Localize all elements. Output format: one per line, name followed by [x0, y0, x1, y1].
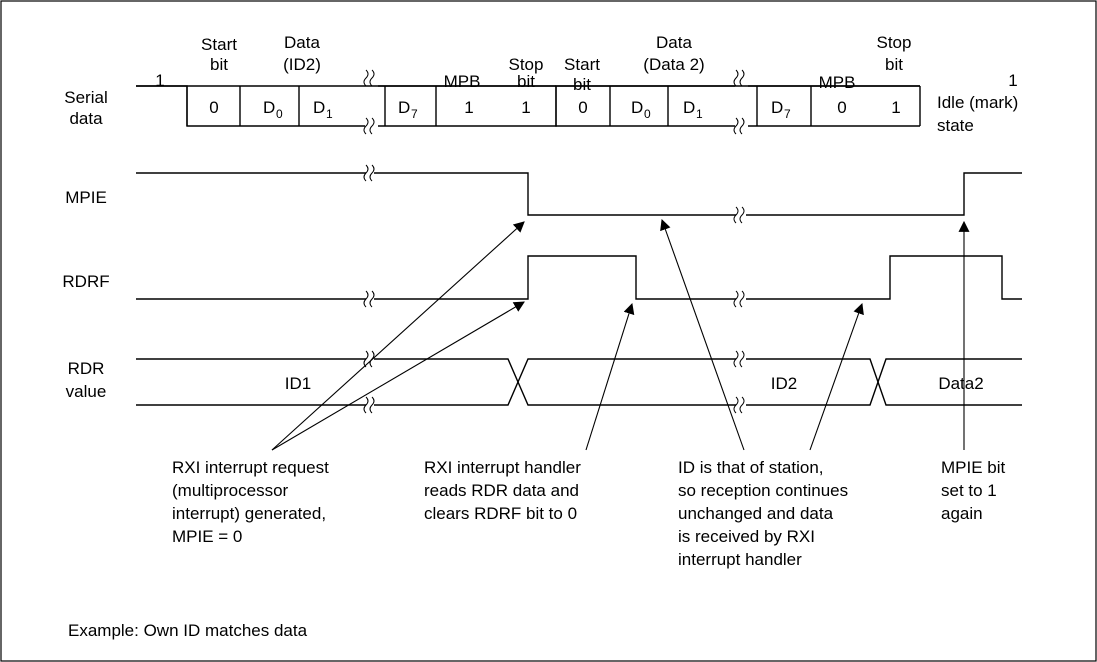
frame2-d7: D	[771, 98, 783, 117]
frame2-d1-sub: 1	[696, 107, 703, 121]
frame1-mpb-label: MPB	[444, 72, 481, 91]
frame2-mpb-bit: 0	[837, 98, 846, 117]
frame2-start-label-2: bit	[573, 75, 591, 94]
frame2-start-label-1: Start	[564, 55, 600, 74]
rxi-request-line-3: interrupt) generated,	[172, 504, 326, 523]
frame1-d7: D	[398, 98, 410, 117]
idle-right-value: 1	[1008, 71, 1017, 90]
frame1-d0: D	[263, 98, 275, 117]
rdrf-line	[136, 255, 1022, 300]
arrow-to-rdrf-second	[809, 302, 864, 451]
mpie-waveform	[136, 164, 1022, 224]
rdr-break-mark-1	[363, 350, 375, 414]
annotation-mpie-set: MPIE bit set to 1 again	[941, 458, 1006, 523]
serial-headers: 1 Start bit Data (ID2) MPB Stop bit Star…	[155, 33, 1017, 94]
frame1-d1-sub: 1	[326, 107, 333, 121]
rdr-top-line	[136, 358, 1022, 385]
frame2-stop-label-1: Stop	[877, 33, 912, 52]
rdr-label-2: value	[66, 382, 107, 401]
bit-cell-dividers	[239, 86, 812, 126]
annotation-rxi-handler: RXI interrupt handler reads RDR data and…	[424, 458, 581, 523]
frame1-start-label-1: Start	[201, 35, 237, 54]
rdr-break-mark-2	[733, 350, 745, 414]
rxi-handler-line-3: clears RDRF bit to 0	[424, 504, 577, 523]
rxi-handler-line-2: reads RDR data and	[424, 481, 579, 500]
rxi-request-line-4: MPIE = 0	[172, 527, 242, 546]
mpie-set-line-1: MPIE bit	[941, 458, 1006, 477]
frame2-start-bit: 0	[578, 98, 587, 117]
idle-state-label-1: Idle (mark)	[937, 93, 1018, 112]
frame1-stop-label-1: Stop	[509, 55, 544, 74]
id-station-line-5: interrupt handler	[678, 550, 802, 569]
rdr-value-id2: ID2	[771, 374, 797, 393]
annotation-rxi-request: RXI interrupt request (multiprocessor in…	[172, 458, 329, 546]
frame1-data-title-2: (ID2)	[283, 55, 321, 74]
rdrf-break-mark-1	[363, 290, 375, 308]
example-caption: Example: Own ID matches data	[68, 621, 308, 640]
arrow-to-rdrf-clear	[585, 302, 635, 451]
idle-left-value: 1	[155, 71, 164, 90]
rdr-bottom-line	[136, 379, 1022, 406]
frame1-data-title-1: Data	[284, 33, 320, 52]
frame2-stop-bit: 1	[891, 98, 900, 117]
annotation-id-station: ID is that of station, so reception cont…	[678, 458, 848, 569]
frame2-data-title-2: (Data 2)	[643, 55, 704, 74]
frame1-mpb-bit: 1	[464, 98, 473, 117]
frame1-d0-sub: 0	[276, 107, 283, 121]
serial-data-label-1: Serial	[64, 88, 107, 107]
rdrf-label: RDRF	[62, 272, 109, 291]
rxi-handler-line-1: RXI interrupt handler	[424, 458, 581, 477]
frame1-start-label-2: bit	[210, 55, 228, 74]
serial-break-mark-1	[363, 69, 375, 135]
rdrf-break-mark-2	[733, 290, 745, 308]
mpie-set-line-3: again	[941, 504, 983, 523]
mpie-set-line-2: set to 1	[941, 481, 997, 500]
serial-break-mark-2	[733, 69, 745, 135]
serial-rail-c	[187, 85, 921, 127]
frame1-start-bit: 0	[209, 98, 218, 117]
frame2-d0-sub: 0	[644, 107, 651, 121]
rdr-value-data2: Data2	[938, 374, 983, 393]
arrow-to-mpie-fall	[271, 221, 525, 451]
rdr-waveform	[136, 350, 1022, 414]
serial-data-waveform	[136, 69, 921, 135]
mpie-break-mark-2	[733, 206, 745, 224]
frame2-d7-sub: 7	[784, 107, 791, 121]
rxi-request-line-2: (multiprocessor	[172, 481, 289, 500]
rdr-label-1: RDR	[68, 359, 105, 378]
rxi-request-line-1: RXI interrupt request	[172, 458, 329, 477]
annotation-arrows	[271, 218, 970, 451]
rdrf-waveform	[136, 255, 1022, 308]
frame1-d7-sub: 7	[411, 107, 418, 121]
rdr-value-id1: ID1	[285, 374, 311, 393]
mpie-line	[136, 172, 1022, 216]
frame2-stop-label-2: bit	[885, 55, 903, 74]
mpie-label: MPIE	[65, 188, 107, 207]
frame1-stop-bit: 1	[521, 98, 530, 117]
frame1-stop-label-2: bit	[517, 72, 535, 91]
idle-state-label-2: state	[937, 116, 974, 135]
arrow-to-mpie-low	[660, 218, 745, 451]
frame1-d1: D	[313, 98, 325, 117]
frame2-d1: D	[683, 98, 695, 117]
serial-data-label-2: data	[69, 109, 103, 128]
serial-rail-b	[136, 85, 556, 126]
frame2-data-title-1: Data	[656, 33, 692, 52]
id-station-line-2: so reception continues	[678, 481, 848, 500]
id-station-line-1: ID is that of station,	[678, 458, 824, 477]
arrow-to-rdrf-rise	[271, 301, 525, 451]
mpie-break-mark-1	[363, 164, 375, 182]
serial-bit-values: 0 D 0 D 1 D 7 1 1 0 D 0 D 1 D 7 0 1 Idle…	[209, 93, 1018, 135]
frame2-d0: D	[631, 98, 643, 117]
id-station-line-4: is received by RXI	[678, 527, 815, 546]
id-station-line-3: unchanged and data	[678, 504, 834, 523]
frame2-mpb-label: MPB	[819, 73, 856, 92]
